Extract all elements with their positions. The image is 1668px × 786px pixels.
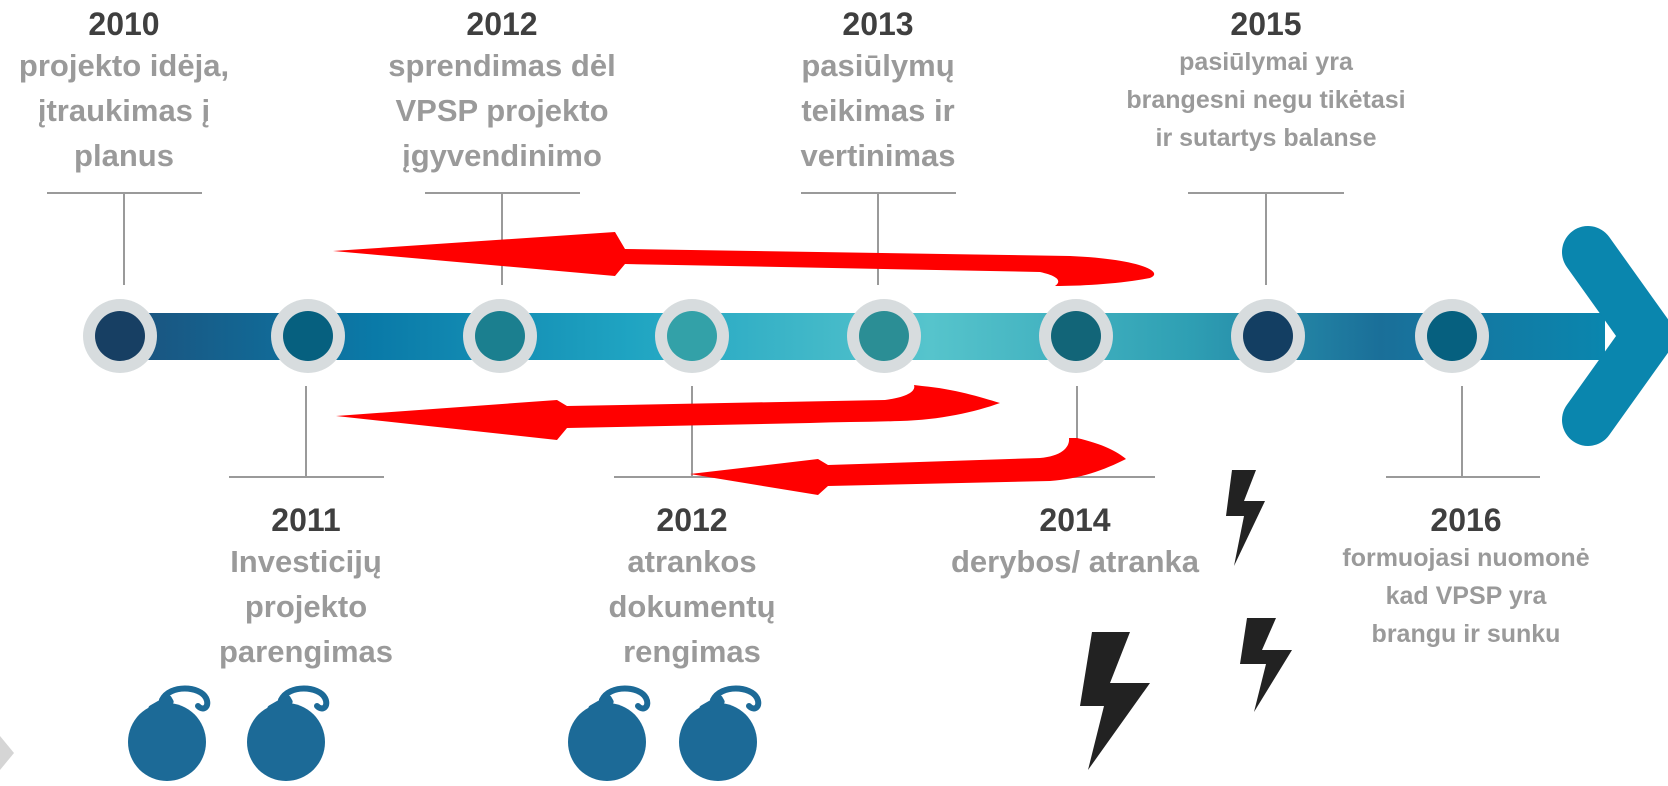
bottom-connector-2012 — [614, 386, 770, 478]
milestone-2012-top: 2012 sprendimas dėl VPSP projekto įgyven… — [362, 5, 642, 178]
top-connector-2010 — [47, 192, 202, 285]
milestone-desc-line: projekto idėja, — [18, 48, 230, 83]
bomb-icon — [247, 685, 330, 781]
milestone-desc-line: dokumentų — [608, 589, 776, 624]
chevron-right-icon — [0, 736, 14, 770]
milestone-desc-line: įgyvendinimo — [402, 138, 602, 173]
return-arrow-icon — [690, 438, 1126, 495]
milestone-desc-line: Investicijų — [230, 544, 382, 579]
milestone-desc-line: pasiūlymų — [801, 48, 955, 83]
milestone-2012-bottom: 2012 atrankos dokumentų rengimas — [572, 501, 812, 674]
bottom-connector-2011 — [229, 386, 384, 478]
milestone-year: 2012 — [466, 6, 538, 42]
timeline-node-2015 — [1231, 299, 1305, 373]
milestone-desc-line: planus — [74, 138, 174, 173]
milestone-desc-line: atrankos — [627, 544, 757, 579]
milestone-desc-line: vertinimas — [800, 138, 956, 173]
milestone-desc-line: derybos/ atranka — [950, 544, 1200, 579]
milestone-desc-line: sprendimas dėl — [388, 48, 616, 83]
top-connector-2012 — [425, 192, 580, 285]
return-arrow-icon — [333, 232, 1155, 286]
bomb-icon — [679, 685, 762, 781]
timeline-node-2013 — [847, 299, 921, 373]
milestone-desc-line: pasiūlymai yra — [1179, 48, 1353, 76]
milestone-desc-line: projekto — [244, 589, 368, 624]
milestone-desc-line: VPSP projekto — [395, 93, 609, 128]
milestone-year: 2012 — [656, 502, 728, 538]
timeline-node-2010 — [83, 299, 157, 373]
lightning-icon — [1240, 618, 1292, 712]
milestone-2014: 2014 derybos/ atranka — [930, 501, 1220, 584]
milestone-year: 2010 — [88, 6, 160, 42]
milestone-2010: 2010 projekto idėja, įtraukimas į planus — [0, 5, 248, 178]
milestone-year: 2016 — [1430, 502, 1502, 538]
bomb-icon — [568, 685, 651, 781]
milestone-year: 2014 — [1039, 502, 1111, 538]
timeline-node-2012-bottom — [655, 299, 729, 373]
milestone-desc-line: rengimas — [623, 634, 761, 669]
milestone-desc-line: brangu ir sunku — [1371, 620, 1561, 648]
milestone-desc-line: kad VPSP yra — [1385, 582, 1547, 610]
timeline-node-2011 — [271, 299, 345, 373]
milestone-year: 2015 — [1230, 6, 1302, 42]
milestone-2015: 2015 pasiūlymai yra brangesni negu tikėt… — [1106, 5, 1426, 157]
milestone-2016: 2016 formuojasi nuomonė kad VPSP yra bra… — [1306, 501, 1626, 653]
milestone-2011: 2011 Investicijų projekto parengimas — [186, 501, 426, 674]
bottom-connector-2016 — [1386, 386, 1540, 478]
return-arrow-icon — [336, 385, 1000, 440]
milestone-desc-line: ir sutartys balanse — [1155, 124, 1377, 152]
top-connector-2015 — [1188, 192, 1344, 285]
lightning-icon — [1080, 632, 1150, 770]
milestone-desc-line: parengimas — [218, 634, 393, 669]
milestone-desc-line: brangesni negu tikėtasi — [1126, 86, 1406, 114]
top-connector-2013 — [801, 192, 956, 285]
timeline-node-2016 — [1415, 299, 1489, 373]
milestone-desc-line: formuojasi nuomonė — [1342, 544, 1590, 572]
lightning-icon — [1226, 470, 1265, 566]
timeline-arrowhead — [1562, 226, 1668, 446]
timeline-node-2012-top — [463, 299, 537, 373]
milestone-desc-line: įtraukimas į — [37, 93, 211, 128]
milestone-2013: 2013 pasiūlymų teikimas ir vertinimas — [758, 5, 998, 178]
milestone-year: 2011 — [271, 502, 341, 538]
milestone-year: 2013 — [842, 6, 914, 42]
bomb-icon — [128, 685, 211, 781]
timeline-node-2014 — [1039, 299, 1113, 373]
milestone-desc-line: teikimas ir — [801, 93, 955, 128]
